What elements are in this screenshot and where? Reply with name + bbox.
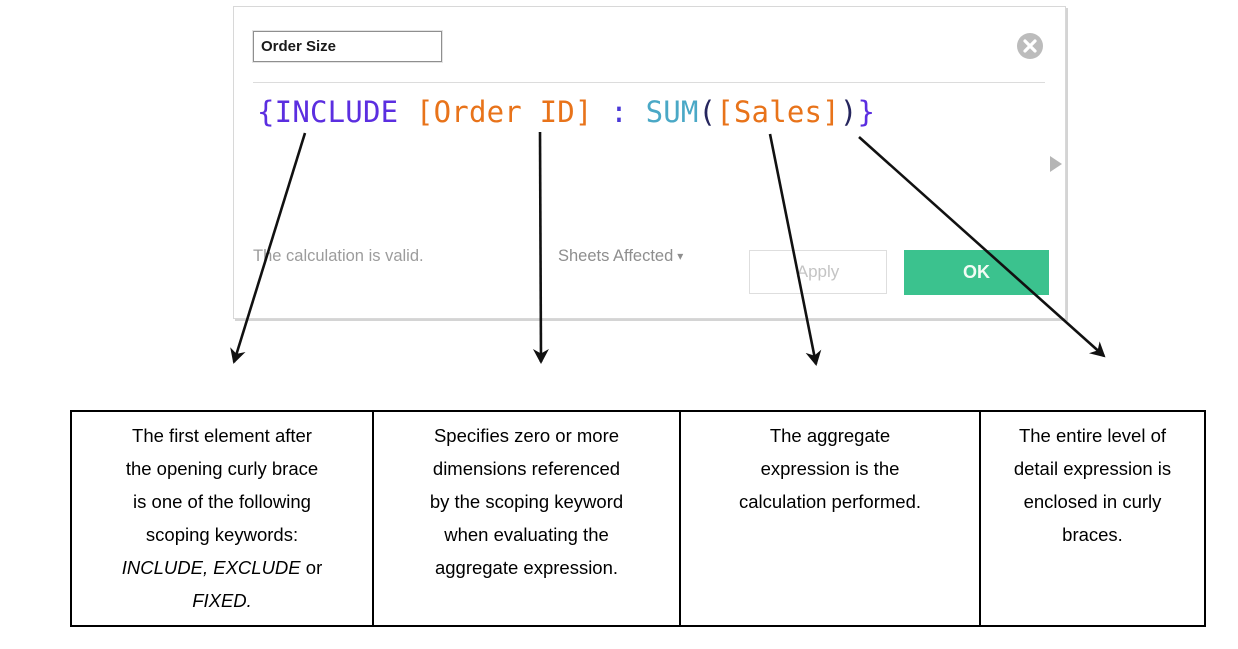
formula-colon: : [592, 95, 646, 129]
cell-text: Specifies zero or more dimensions refere… [429, 425, 624, 578]
close-icon[interactable] [1016, 32, 1044, 60]
cell-text: The first element after the opening curl… [125, 425, 319, 545]
cell-text: The aggregate expression is the calculat… [738, 425, 921, 512]
cell-text-italic: INCLUDE, EXCLUDE [121, 557, 301, 578]
calculation-name-input[interactable] [253, 31, 442, 62]
annotation-table: The first element after the opening curl… [70, 410, 1206, 627]
apply-button[interactable]: Apply [749, 250, 887, 294]
formula-function: SUM [645, 95, 699, 129]
formula-keyword: INCLUDE [274, 95, 399, 129]
calculated-field-dialog: {INCLUDE [Order ID] : SUM([Sales])} The … [233, 6, 1066, 319]
formula-editor[interactable]: {INCLUDE [Order ID] : SUM([Sales])} [257, 95, 875, 129]
annotation-cell-scoping-keyword: The first element after the opening curl… [72, 412, 372, 625]
cell-text: The entire level of detail expression is… [1013, 425, 1172, 545]
dialog-divider [253, 82, 1045, 83]
cell-text: or [305, 557, 323, 578]
formula-dimension: [Order ID] [415, 95, 593, 129]
annotation-cell-aggregate: The aggregate expression is the calculat… [679, 412, 979, 625]
sheets-affected-label: Sheets Affected [558, 247, 674, 265]
annotation-cell-dimensions: Specifies zero or more dimensions refere… [372, 412, 679, 625]
formula-close-brace: } [857, 95, 876, 129]
formula-space [398, 95, 416, 129]
formula-close-paren: ) [839, 95, 858, 129]
expand-panel-icon[interactable] [1050, 156, 1062, 172]
formula-field: [Sales] [716, 95, 840, 129]
sheets-affected-dropdown[interactable]: Sheets Affected▾ [558, 247, 683, 266]
formula-open-brace: { [257, 95, 275, 129]
ok-button[interactable]: OK [904, 250, 1049, 295]
validation-status: The calculation is valid. [253, 247, 424, 265]
formula-open-paren: ( [698, 95, 717, 129]
caret-down-icon: ▾ [677, 249, 684, 263]
cell-text-italic: FIXED. [192, 590, 252, 611]
annotation-cell-braces: The entire level of detail expression is… [979, 412, 1204, 625]
